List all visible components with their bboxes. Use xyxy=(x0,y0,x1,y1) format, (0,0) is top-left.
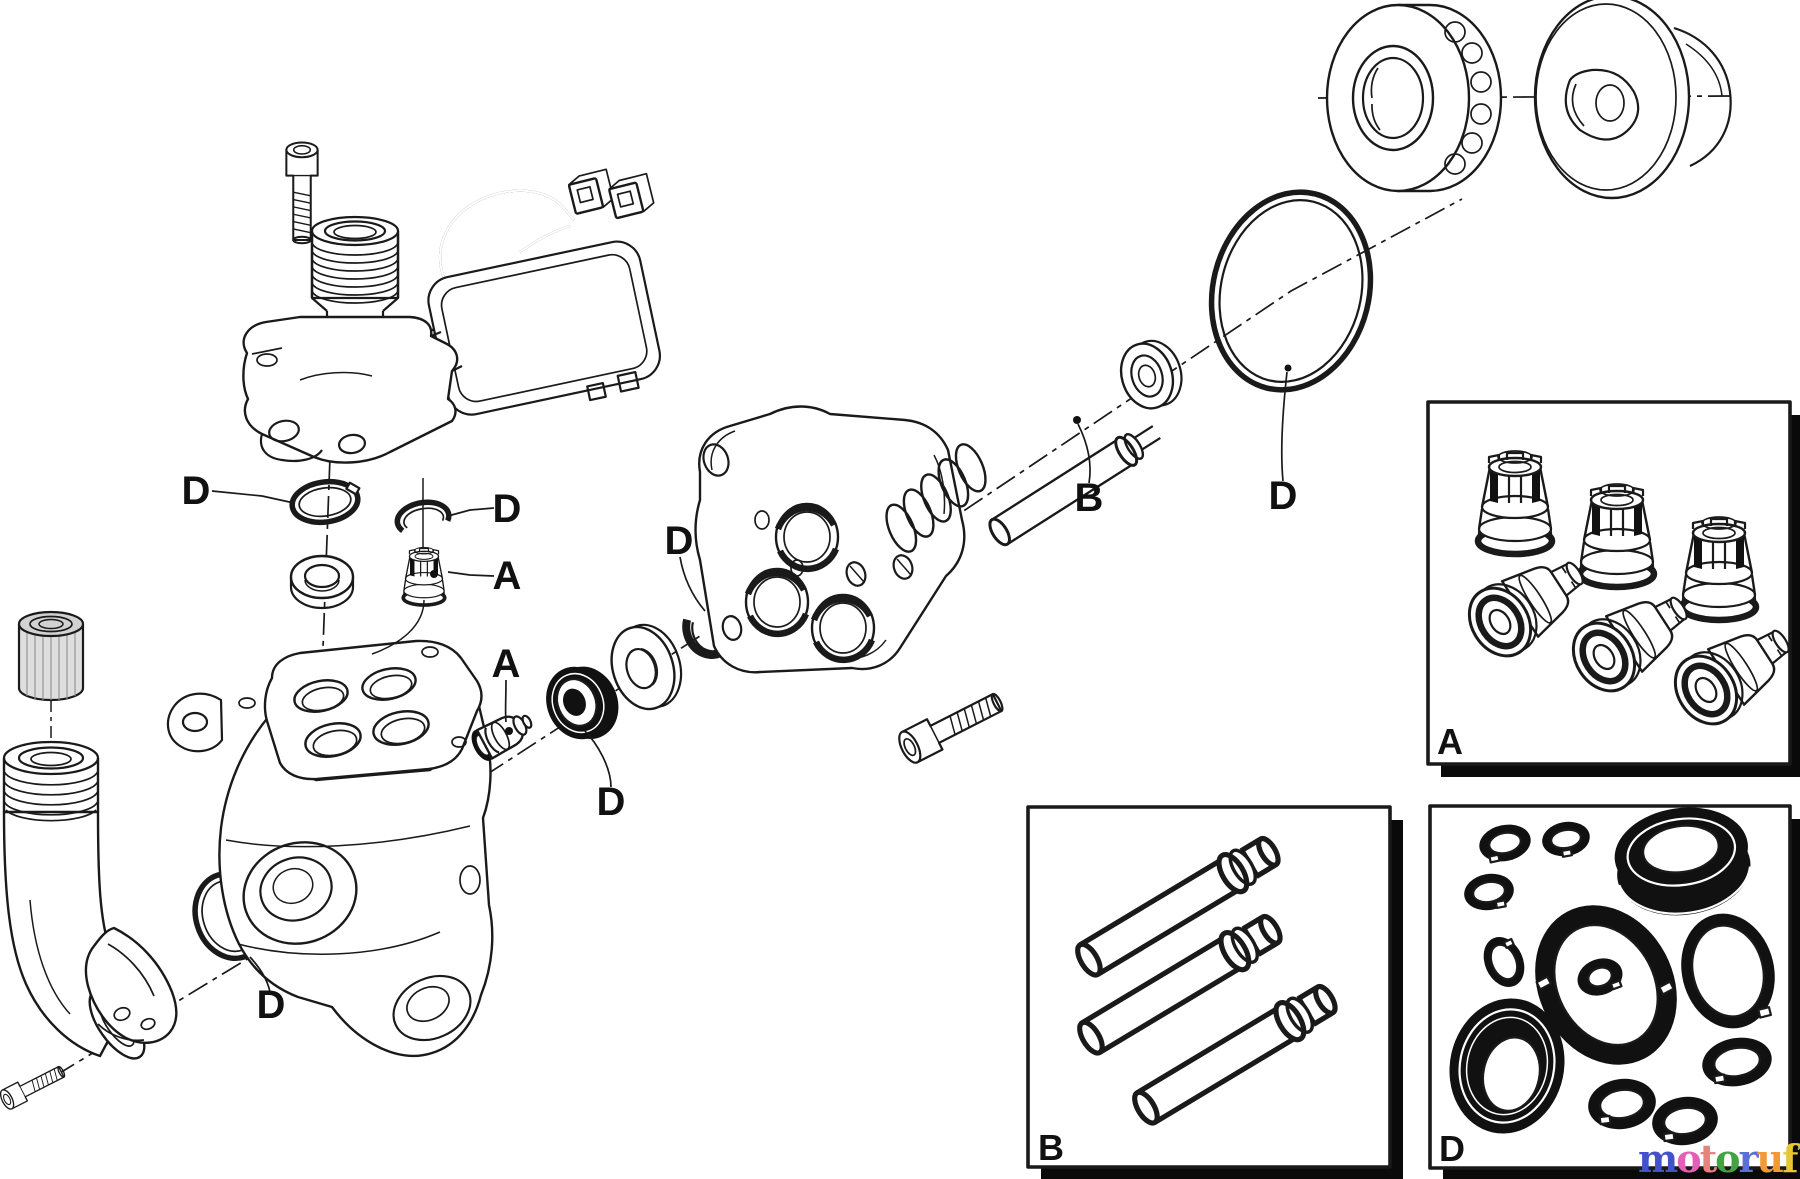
kit-box-b xyxy=(1026,805,1403,1179)
logo-letter: r xyxy=(1738,1136,1759,1179)
thrust-bearing xyxy=(1325,3,1503,193)
logo-letter: o xyxy=(1715,1136,1740,1179)
callout-a-check-valve: A xyxy=(491,642,521,686)
small-screw-icon xyxy=(0,1060,69,1112)
callout-d-large-oring: D xyxy=(1268,474,1298,518)
swash-plate-disc xyxy=(1533,0,1732,200)
kit-a-label: A xyxy=(1437,721,1463,762)
piston-cup-seal xyxy=(546,666,619,740)
logo-letter: t xyxy=(1699,1136,1718,1179)
cable-connector-icon xyxy=(567,168,655,220)
motoruf-watermark: motoruf’.de xyxy=(1638,1130,1800,1179)
unloader-fitting xyxy=(310,215,400,345)
callout-a-valve-cage: A xyxy=(492,554,522,598)
cage-valve-icon xyxy=(401,545,447,607)
kit-box-d xyxy=(1428,804,1800,1179)
inlet-filter xyxy=(17,610,85,702)
leader-lines xyxy=(211,364,1292,993)
head-cover-plate xyxy=(694,405,966,674)
piston-rod xyxy=(988,425,1161,547)
callout-d-unloader-oring: D xyxy=(181,469,211,513)
head-large-oring xyxy=(1208,189,1374,393)
switch-cable xyxy=(438,189,575,307)
logo-letter: u xyxy=(1756,1136,1785,1179)
logo-letter: m xyxy=(1638,1136,1678,1179)
unloader-valve-body xyxy=(242,315,463,464)
flat-washer xyxy=(610,623,683,711)
callout-d-flange-seal: D xyxy=(664,519,694,563)
kit-b-label: B xyxy=(1038,1127,1064,1168)
callout-d-valve-snap-ring: D xyxy=(492,487,522,531)
callout-b-piston-rod: B xyxy=(1074,476,1104,520)
kit-box-a xyxy=(1426,400,1800,777)
pump-body xyxy=(166,639,494,1058)
head-bolt-right-icon xyxy=(893,684,1010,767)
kit-d-label: D xyxy=(1439,1128,1465,1169)
logo-letter: o xyxy=(1676,1136,1701,1179)
valve-spring-icon xyxy=(885,443,987,553)
check-valve xyxy=(471,714,533,761)
logo-trademark-tick: ’ xyxy=(1797,1142,1800,1163)
rod-retainer-disc xyxy=(1119,339,1183,410)
unloader-oring xyxy=(289,478,361,526)
inlet-elbow-flange xyxy=(84,926,178,1044)
logo-letter: f xyxy=(1782,1136,1798,1179)
callout-d-elbow-oring: D xyxy=(256,983,286,1027)
callout-d-cup-seal: D xyxy=(596,780,626,824)
valve-snap-ring xyxy=(394,499,452,533)
unloader-gland-washer xyxy=(289,554,355,610)
